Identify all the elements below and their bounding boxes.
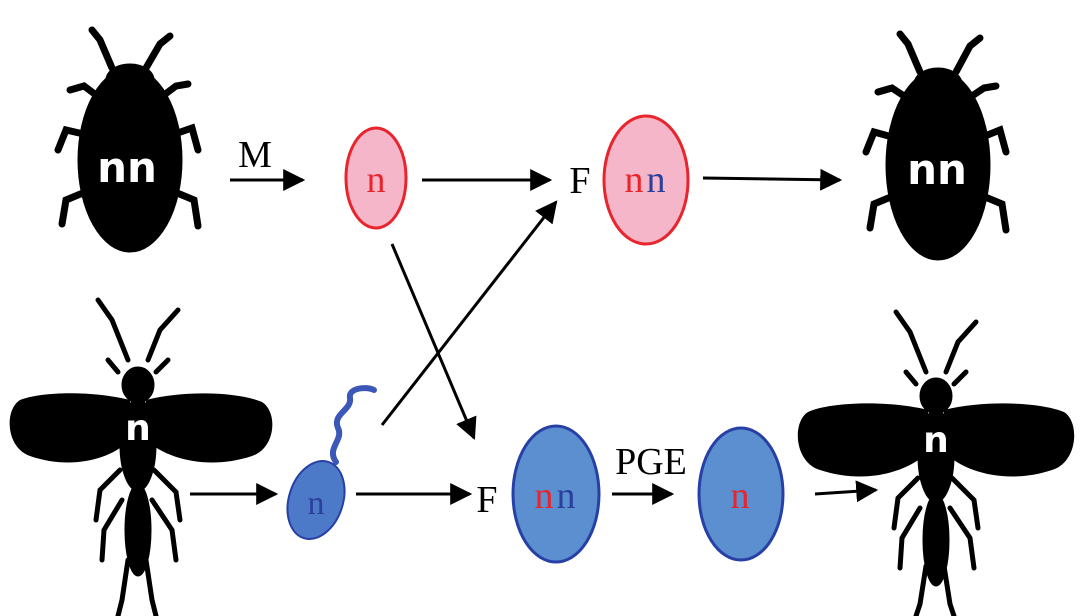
female-zygote: n n <box>602 114 690 246</box>
female-insect-top-right <box>862 30 1010 261</box>
arrow-to-male <box>814 480 879 503</box>
arrows <box>190 168 879 505</box>
male-zygote-paternal-allele: n <box>557 475 576 517</box>
sperm-allele: n <box>308 485 325 522</box>
meiosis-label: M <box>238 134 272 176</box>
pge-label: PGE <box>615 441 687 483</box>
sperm: n <box>286 385 377 540</box>
female-insect-top-left <box>54 26 202 253</box>
female-zygote-paternal-allele: n <box>647 159 666 201</box>
female-top-right-genotype: nn <box>907 145 967 194</box>
arrow-sperm-to-female-zygote <box>380 200 558 426</box>
male-bottom-left-genotype: n <box>125 408 151 449</box>
female-zygote-maternal-allele: n <box>625 159 644 201</box>
female-top-left-genotype: nn <box>97 143 157 192</box>
fertilization-label-bottom: F <box>476 479 497 521</box>
arrow-egg-to-male-zygote <box>390 243 477 441</box>
post-pge-embryo: n <box>697 426 785 562</box>
arrow-zygote-to-female <box>702 168 843 191</box>
male-insect-bottom-left <box>9 297 273 616</box>
male-zygote: n n <box>511 424 601 564</box>
maternal-egg: n <box>344 126 408 230</box>
male-bottom-right-genotype: n <box>923 420 949 461</box>
male-zygote-maternal-allele: n <box>535 475 554 517</box>
maternal-egg-allele: n <box>367 159 386 201</box>
fertilization-label-top: F <box>569 160 590 202</box>
male-insect-bottom-right <box>797 309 1075 616</box>
post-pge-embryo-allele: n <box>731 475 750 517</box>
